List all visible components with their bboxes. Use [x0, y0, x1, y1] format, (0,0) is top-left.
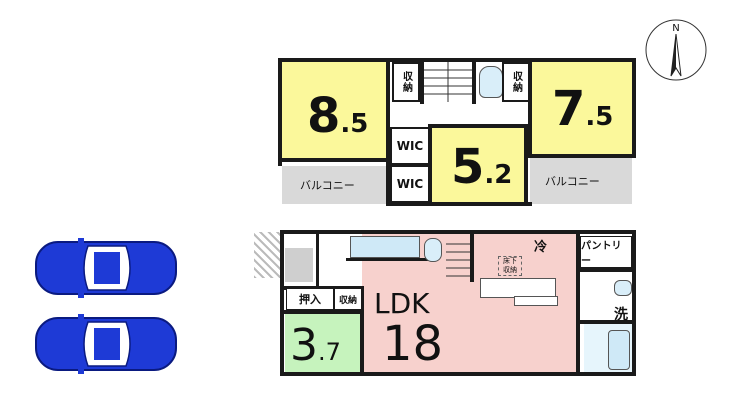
toilet-lower-icon: [424, 238, 442, 262]
toilet-upper-icon: [479, 66, 503, 98]
balcony-right-label: バルコニー: [545, 175, 600, 188]
stairs-upper: [424, 62, 472, 102]
room-3-7-dec: .7: [318, 338, 341, 366]
room-8-5: [282, 62, 390, 158]
entrance-porch: [254, 232, 282, 278]
stairs-lower: [446, 243, 470, 277]
room-8-5-dec: .5: [340, 109, 369, 139]
room-7-5-main: 7: [552, 81, 586, 137]
room-3-7-size: 3.7: [290, 324, 341, 368]
balcony-left: [282, 166, 388, 204]
compass-north-label: N: [672, 23, 679, 34]
underfloor-storage-label: 床下 収納: [498, 256, 522, 276]
parking-car-top: [30, 236, 180, 300]
room-7-5: [529, 62, 633, 156]
pantry-label: パントリー: [580, 236, 632, 268]
room-7-5-dec: .5: [585, 102, 614, 132]
ldk-label: LDK: [374, 287, 430, 320]
ldk-size: 18: [382, 316, 444, 372]
balcony-left-label: バルコニー: [300, 179, 355, 192]
balcony-right: [530, 158, 632, 204]
room-3-7-main: 3: [290, 320, 318, 371]
wic-top: WIC: [390, 127, 430, 165]
room-5-2-size: 5.2: [451, 143, 512, 191]
genkan: [285, 248, 313, 282]
kitchen-counter: [480, 278, 556, 298]
wash-label: 洗: [614, 307, 628, 323]
room-8-5-main: 8: [307, 88, 341, 144]
fridge-label: 冷: [534, 240, 548, 255]
compass-icon: N: [645, 19, 707, 81]
sink-icon: [614, 280, 632, 296]
oshiire-label: 押入: [286, 288, 334, 310]
bathtub-lower-icon: [608, 330, 630, 370]
room-3-7: [285, 314, 361, 372]
room-5-2-dec: .2: [484, 160, 513, 190]
room-5-2: [432, 128, 526, 204]
parking-car-bottom: [30, 312, 180, 376]
bathtub-icon: [350, 236, 420, 258]
room-7-5-size: 7.5: [552, 85, 613, 133]
room-5-2-main: 5: [451, 139, 485, 195]
storage-lower-label: 収納: [334, 288, 362, 310]
kitchen-counter-side: [514, 296, 558, 306]
room-8-5-size: 8.5: [307, 92, 368, 140]
storage-right: 収納: [502, 62, 530, 102]
compass: N: [644, 18, 708, 82]
storage-left: 収納: [392, 62, 420, 102]
wic-bottom: WIC: [390, 165, 430, 203]
